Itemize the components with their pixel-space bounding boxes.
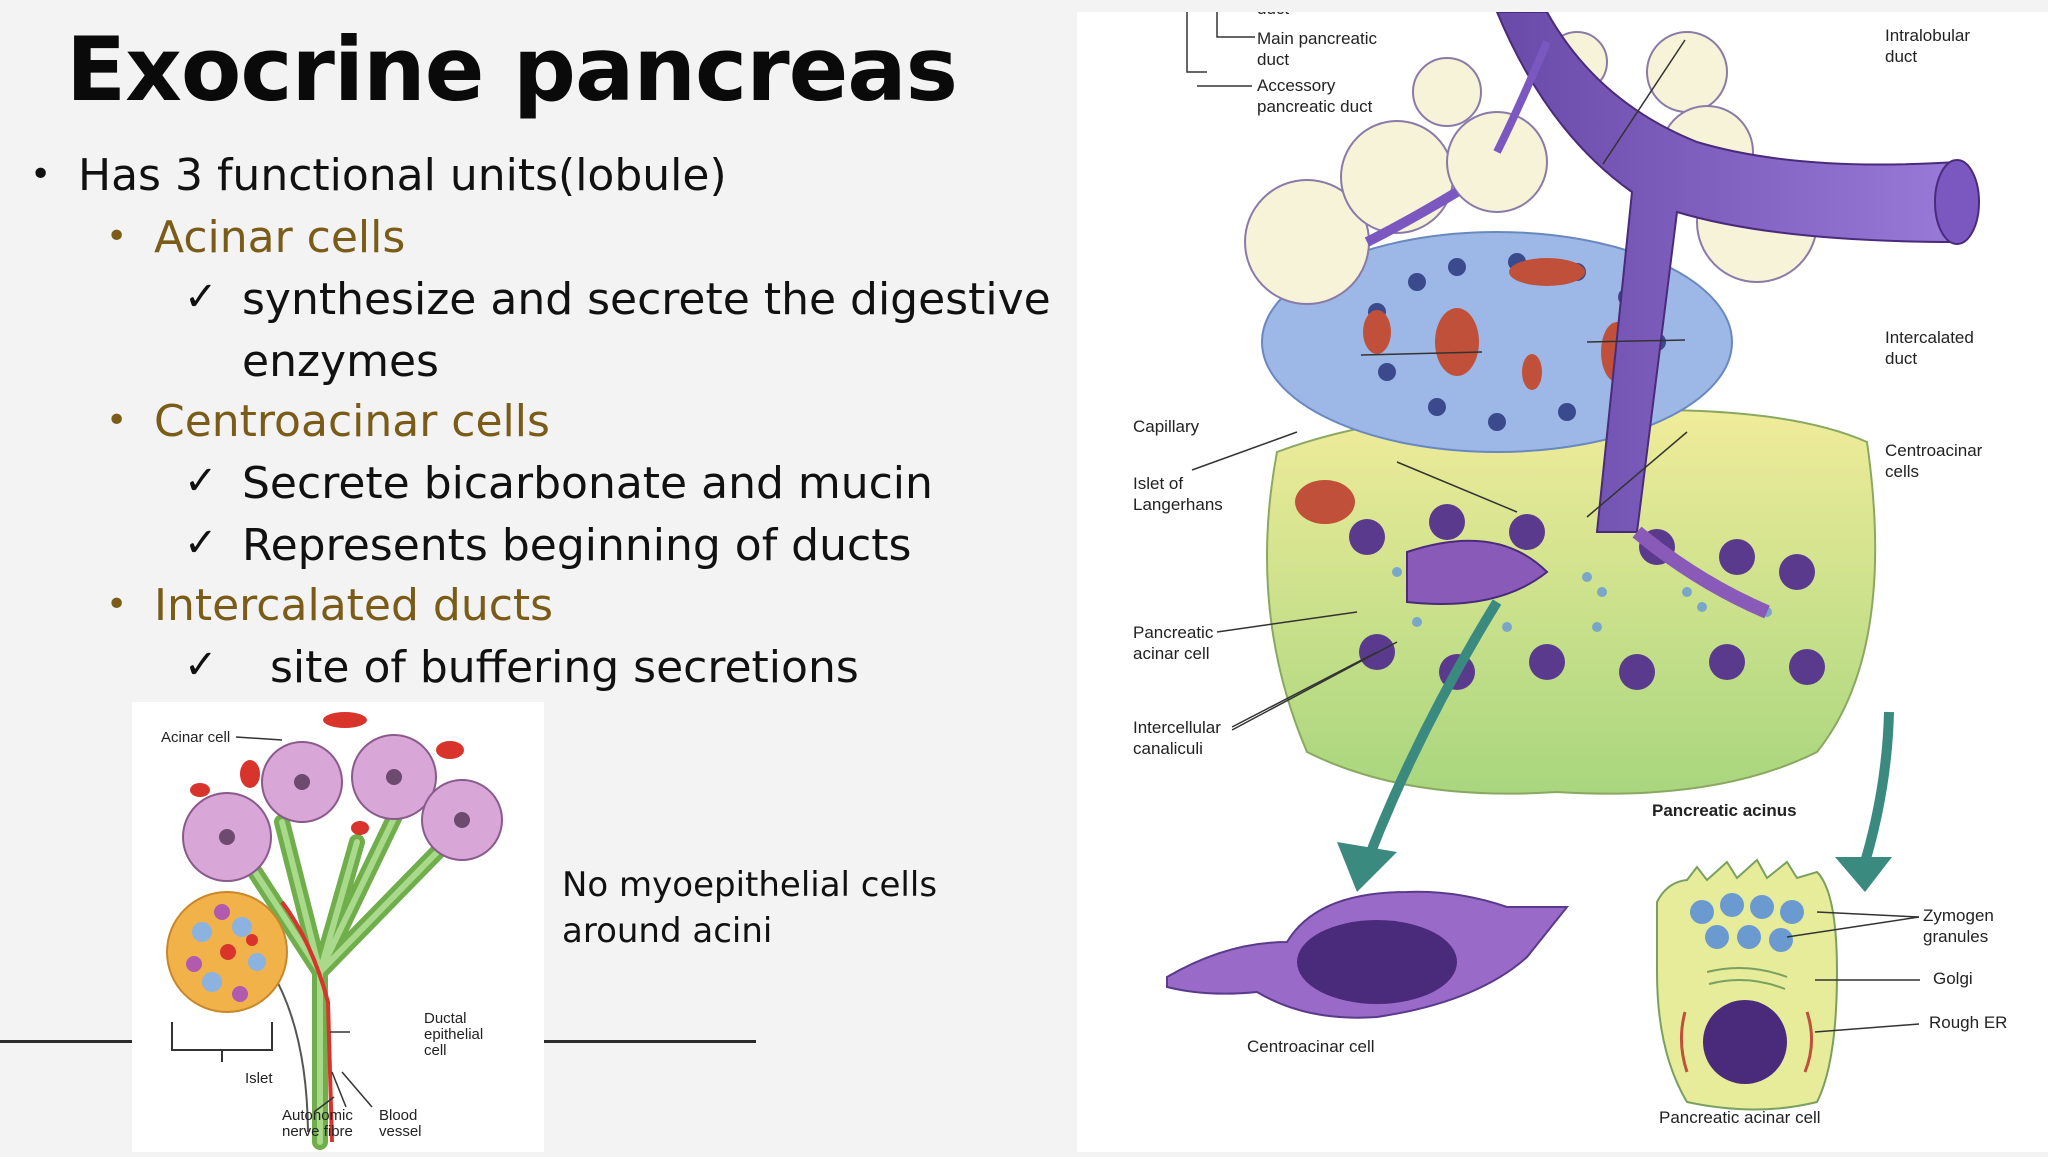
- label-ductal-2: epithelial: [424, 1026, 483, 1043]
- check-icon: ✓: [184, 458, 218, 504]
- label-centroacinar-1: Centroacinar: [1885, 441, 1983, 460]
- check-text: site of buffering secretions: [270, 642, 859, 693]
- check-text: synthesize and secrete the digestive: [242, 274, 1051, 325]
- label-acinar-1: Pancreatic: [1133, 623, 1214, 642]
- label-intralobular-2: duct: [1885, 47, 1917, 66]
- check-item-synthesize-cont: enzymes: [184, 336, 439, 387]
- bullet-dot: •: [106, 400, 128, 441]
- label-autonomic-1: Autonomic: [282, 1107, 353, 1124]
- check-icon: ✓: [184, 274, 218, 320]
- label-islet: Islet: [245, 1070, 273, 1087]
- bullet-acinar-cells: • Acinar cells: [106, 212, 405, 263]
- check-text: Represents beginning of ducts: [242, 520, 912, 571]
- label-ductal-3: cell: [424, 1042, 447, 1059]
- label-golgi: Golgi: [1933, 969, 1973, 988]
- bullet-dot: •: [30, 154, 52, 195]
- note-line-1: No myoepithelial cells: [562, 865, 938, 905]
- check-icon: ✓: [184, 642, 218, 688]
- label-blood-2: vessel: [379, 1123, 422, 1140]
- label-islet-2: Langerhans: [1133, 495, 1223, 514]
- label-accessory-2: pancreatic duct: [1257, 97, 1373, 116]
- check-item-ducts: ✓ Represents beginning of ducts: [184, 520, 911, 571]
- acinus-small-svg: Acinar cell Ductal epithelial cell Islet…: [161, 712, 503, 1150]
- label-main-duct-1: Main pancreatic: [1257, 29, 1378, 48]
- check-item-synthesize: ✓ synthesize and secrete the digestive: [184, 274, 1051, 325]
- divider-line-left: [0, 1040, 138, 1043]
- label-acinar-2: acinar cell: [1133, 644, 1210, 663]
- label-autonomic-2: nerve fibre: [282, 1123, 353, 1140]
- label-islet-1: Islet of: [1133, 474, 1183, 493]
- label-intercalated-1: Intercalated: [1885, 328, 1974, 347]
- bullet-centroacinar-cells: • Centroacinar cells: [106, 396, 550, 447]
- slide-title: Exocrine pancreas: [66, 18, 958, 121]
- label-accessory-1: Accessory: [1257, 76, 1336, 95]
- check-item-buffering: ✓ site of buffering secretions: [184, 642, 859, 693]
- label-capillary: Capillary: [1133, 417, 1200, 436]
- check-item-bicarbonate: ✓ Secrete bicarbonate and mucin: [184, 458, 933, 509]
- label-canaliculi-2: canaliculi: [1133, 739, 1203, 758]
- divider-line-right: [542, 1040, 756, 1043]
- label-intercalated-2: duct: [1885, 349, 1917, 368]
- label-duct-top: duct: [1257, 12, 1289, 18]
- bullet-dot: •: [106, 584, 128, 625]
- label-zymogen-1: Zymogen: [1923, 906, 1994, 925]
- bullet-dot: •: [106, 216, 128, 257]
- label-acinar-cell: Acinar cell: [161, 729, 230, 746]
- acinus-small-diagram: Acinar cell Ductal epithelial cell Islet…: [132, 702, 544, 1152]
- label-canaliculi-1: Intercellular: [1133, 718, 1221, 737]
- bullet-functional-units: • Has 3 functional units(lobule): [30, 150, 727, 201]
- label-centroacinar-cell: Centroacinar cell: [1247, 1037, 1375, 1056]
- bullet-intercalated-ducts: • Intercalated ducts: [106, 580, 553, 631]
- bullet-text: Acinar cells: [154, 212, 406, 263]
- label-pancreatic-acinar-cell: Pancreatic acinar cell: [1659, 1108, 1821, 1127]
- label-main-duct-2: duct: [1257, 50, 1289, 69]
- bullet-text: Centroacinar cells: [154, 396, 550, 447]
- label-ductal-1: Ductal: [424, 1010, 467, 1027]
- check-icon: ✓: [184, 520, 218, 566]
- pancreatic-acinus-svg: duct Main pancreatic duct Accessory panc…: [1133, 0, 2007, 1127]
- label-rough-er: Rough ER: [1929, 1013, 2007, 1032]
- bullet-text: Intercalated ducts: [154, 580, 554, 631]
- label-blood-1: Blood: [379, 1107, 417, 1124]
- check-text: enzymes: [242, 336, 439, 387]
- note-line-2: around acini: [562, 911, 773, 951]
- bullet-text: Has 3 functional units(lobule): [78, 150, 727, 201]
- label-pancreatic-acinus: Pancreatic acinus: [1652, 801, 1797, 820]
- label-intralobular-1: Intralobular: [1885, 26, 1970, 45]
- note-myoepithelial: No myoepithelial cells around acini: [562, 862, 937, 954]
- pancreatic-acinus-diagram: duct Main pancreatic duct Accessory panc…: [1077, 0, 2048, 1152]
- check-text: Secrete bicarbonate and mucin: [242, 458, 933, 509]
- label-zymogen-2: granules: [1923, 927, 1988, 946]
- label-centroacinar-2: cells: [1885, 462, 1919, 481]
